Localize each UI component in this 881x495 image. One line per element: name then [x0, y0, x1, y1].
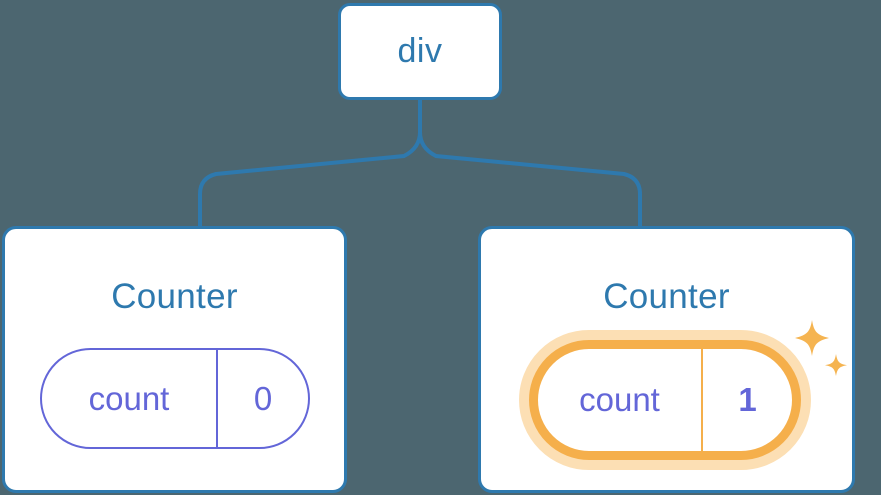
connector-left-branch [198, 98, 422, 230]
state-key-left: count [42, 350, 218, 447]
sparkles-group [795, 320, 847, 376]
state-pill-count-right-highlighted[interactable]: count 1 [519, 330, 811, 470]
card-title-left: Counter [111, 277, 238, 316]
node-root-div[interactable]: div [338, 3, 502, 100]
state-value-right: 1 [738, 381, 757, 418]
sparkle-small-icon [825, 354, 847, 376]
state-pill-count-left[interactable]: count 0 [40, 348, 310, 449]
highlight-halo [519, 330, 811, 470]
state-key-right: count [538, 349, 703, 451]
highlight-ring: count 1 [529, 340, 801, 460]
node-root-label: div [397, 32, 443, 70]
state-value-left: 0 [253, 379, 273, 417]
sparkle-large-icon [795, 320, 829, 356]
connector-right-branch [418, 98, 642, 230]
card-title-right: Counter [603, 277, 730, 316]
